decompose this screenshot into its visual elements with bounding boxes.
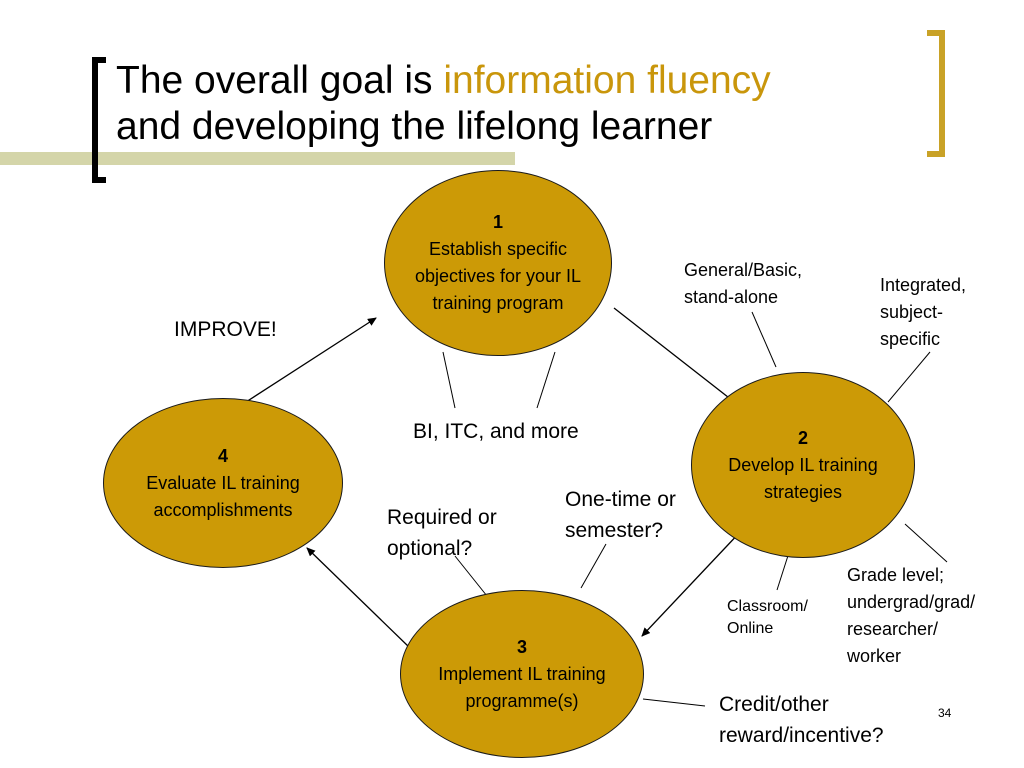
line-bi-right	[536, 351, 556, 409]
node-4-line: Evaluate IL training	[146, 472, 300, 493]
required-label: Required or optional?	[387, 502, 497, 564]
grade-level-line: worker	[847, 646, 902, 666]
required-line: Required or	[387, 506, 497, 529]
node-1-number: 1	[492, 212, 503, 232]
node-2: 2 Develop IL training strategies	[691, 372, 915, 558]
line-required	[454, 555, 488, 597]
title-line2: and developing the lifelong learner	[116, 105, 713, 148]
classroom-line: Classroom/	[727, 598, 808, 615]
line-bi-left	[442, 351, 456, 409]
node-2-line: strategies	[763, 481, 843, 502]
node-4: 4 Evaluate IL training accomplishments	[103, 398, 343, 568]
one-time-line: One-time or	[565, 488, 676, 511]
integrated-line: specific	[880, 329, 941, 349]
node-3: 3 Implement IL training programme(s)	[400, 590, 644, 758]
arrow-4-to-1	[245, 317, 377, 403]
one-time-line: semester?	[565, 519, 664, 542]
slide-number: 34	[938, 706, 952, 720]
line-onetime	[580, 543, 607, 589]
bi-itc-label: BI, ITC, and more	[413, 420, 579, 443]
required-line: optional?	[387, 537, 473, 560]
node-2-number: 2	[797, 427, 808, 448]
left-bracket-icon	[92, 57, 106, 183]
line-integrated	[887, 351, 931, 403]
credit-line: Credit/other	[719, 693, 829, 716]
integrated-label: Integrated, subject- specific	[880, 272, 966, 353]
grade-level-line: researcher/	[847, 619, 939, 639]
arrow-3-to-4	[306, 547, 411, 649]
right-bracket-icon	[927, 30, 945, 157]
node-3-number: 3	[516, 636, 527, 657]
slide-title: The overall goal is information fluency …	[116, 58, 771, 150]
credit-label: Credit/other reward/incentive?	[719, 689, 884, 751]
line-general	[751, 311, 777, 368]
node-3-line: programme(s)	[465, 690, 579, 711]
one-time-label: One-time or semester?	[565, 484, 676, 546]
grade-level-label: Grade level; undergrad/grad/ researcher/…	[847, 562, 975, 670]
node-2-line: Develop IL training	[728, 454, 878, 475]
classroom-line: Online	[727, 620, 774, 637]
node-4-line: accomplishments	[153, 499, 293, 520]
node-1-line: objectives for your IL	[414, 266, 582, 286]
general-basic-line: stand-alone	[684, 287, 779, 307]
node-3-line: Implement IL training	[438, 663, 606, 684]
line-grade	[904, 523, 948, 563]
node-4-number: 4	[217, 445, 228, 466]
classroom-label: Classroom/ Online	[727, 596, 808, 640]
line-credit	[642, 698, 706, 707]
title-line1-prefix: The overall goal is	[116, 59, 433, 102]
node-1-line: Establish specific	[428, 239, 568, 259]
title-highlight: information fluency	[443, 59, 771, 102]
arrow-1-to-2	[613, 307, 743, 409]
improve-label: IMPROVE!	[174, 318, 277, 341]
credit-line: reward/incentive?	[719, 724, 884, 747]
grade-level-line: undergrad/grad/	[847, 592, 976, 612]
node-1-line: training program	[432, 293, 564, 313]
node-1: 1 Establish specific objectives for your…	[384, 170, 612, 356]
grade-level-line: Grade level;	[847, 565, 945, 585]
general-basic-label: General/Basic, stand-alone	[684, 257, 802, 311]
arrow-2-to-3	[641, 529, 743, 637]
integrated-line: Integrated,	[880, 275, 967, 295]
decorative-bar	[0, 152, 515, 165]
general-basic-line: General/Basic,	[684, 260, 803, 280]
integrated-line: subject-	[880, 302, 944, 322]
